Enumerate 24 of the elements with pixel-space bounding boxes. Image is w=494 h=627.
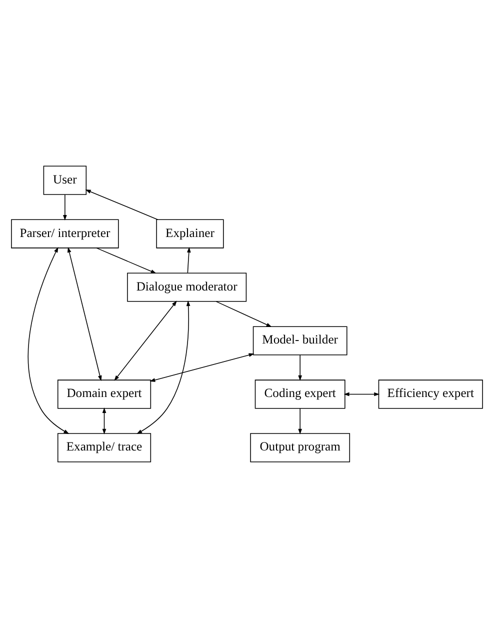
node-box: Explainer: [156, 218, 224, 248]
node-box: Coding expert: [254, 379, 346, 408]
node-box: Model- builder: [252, 326, 348, 355]
arrow: [298, 408, 302, 434]
node-box: Efficiency expert: [378, 379, 483, 408]
node-box: Dialogue moderator: [127, 272, 247, 302]
arrow: [344, 392, 380, 396]
arrow: [216, 300, 272, 327]
arrow: [28, 246, 70, 434]
node-box: Parser/ interpreter: [11, 218, 119, 248]
arrow: [85, 189, 158, 220]
arrow: [114, 300, 177, 380]
arrow: [63, 194, 67, 220]
node-box: User: [43, 165, 87, 194]
arrow: [136, 300, 190, 434]
node-box: Example/ trace: [57, 432, 152, 462]
node-box: Domain expert: [57, 379, 152, 408]
arrow: [186, 246, 191, 273]
arrow: [102, 406, 106, 434]
node-box: Output program: [250, 432, 350, 462]
arrow: [96, 247, 156, 273]
arrow: [150, 352, 254, 382]
arrow: [67, 246, 102, 381]
arrow: [298, 354, 302, 380]
